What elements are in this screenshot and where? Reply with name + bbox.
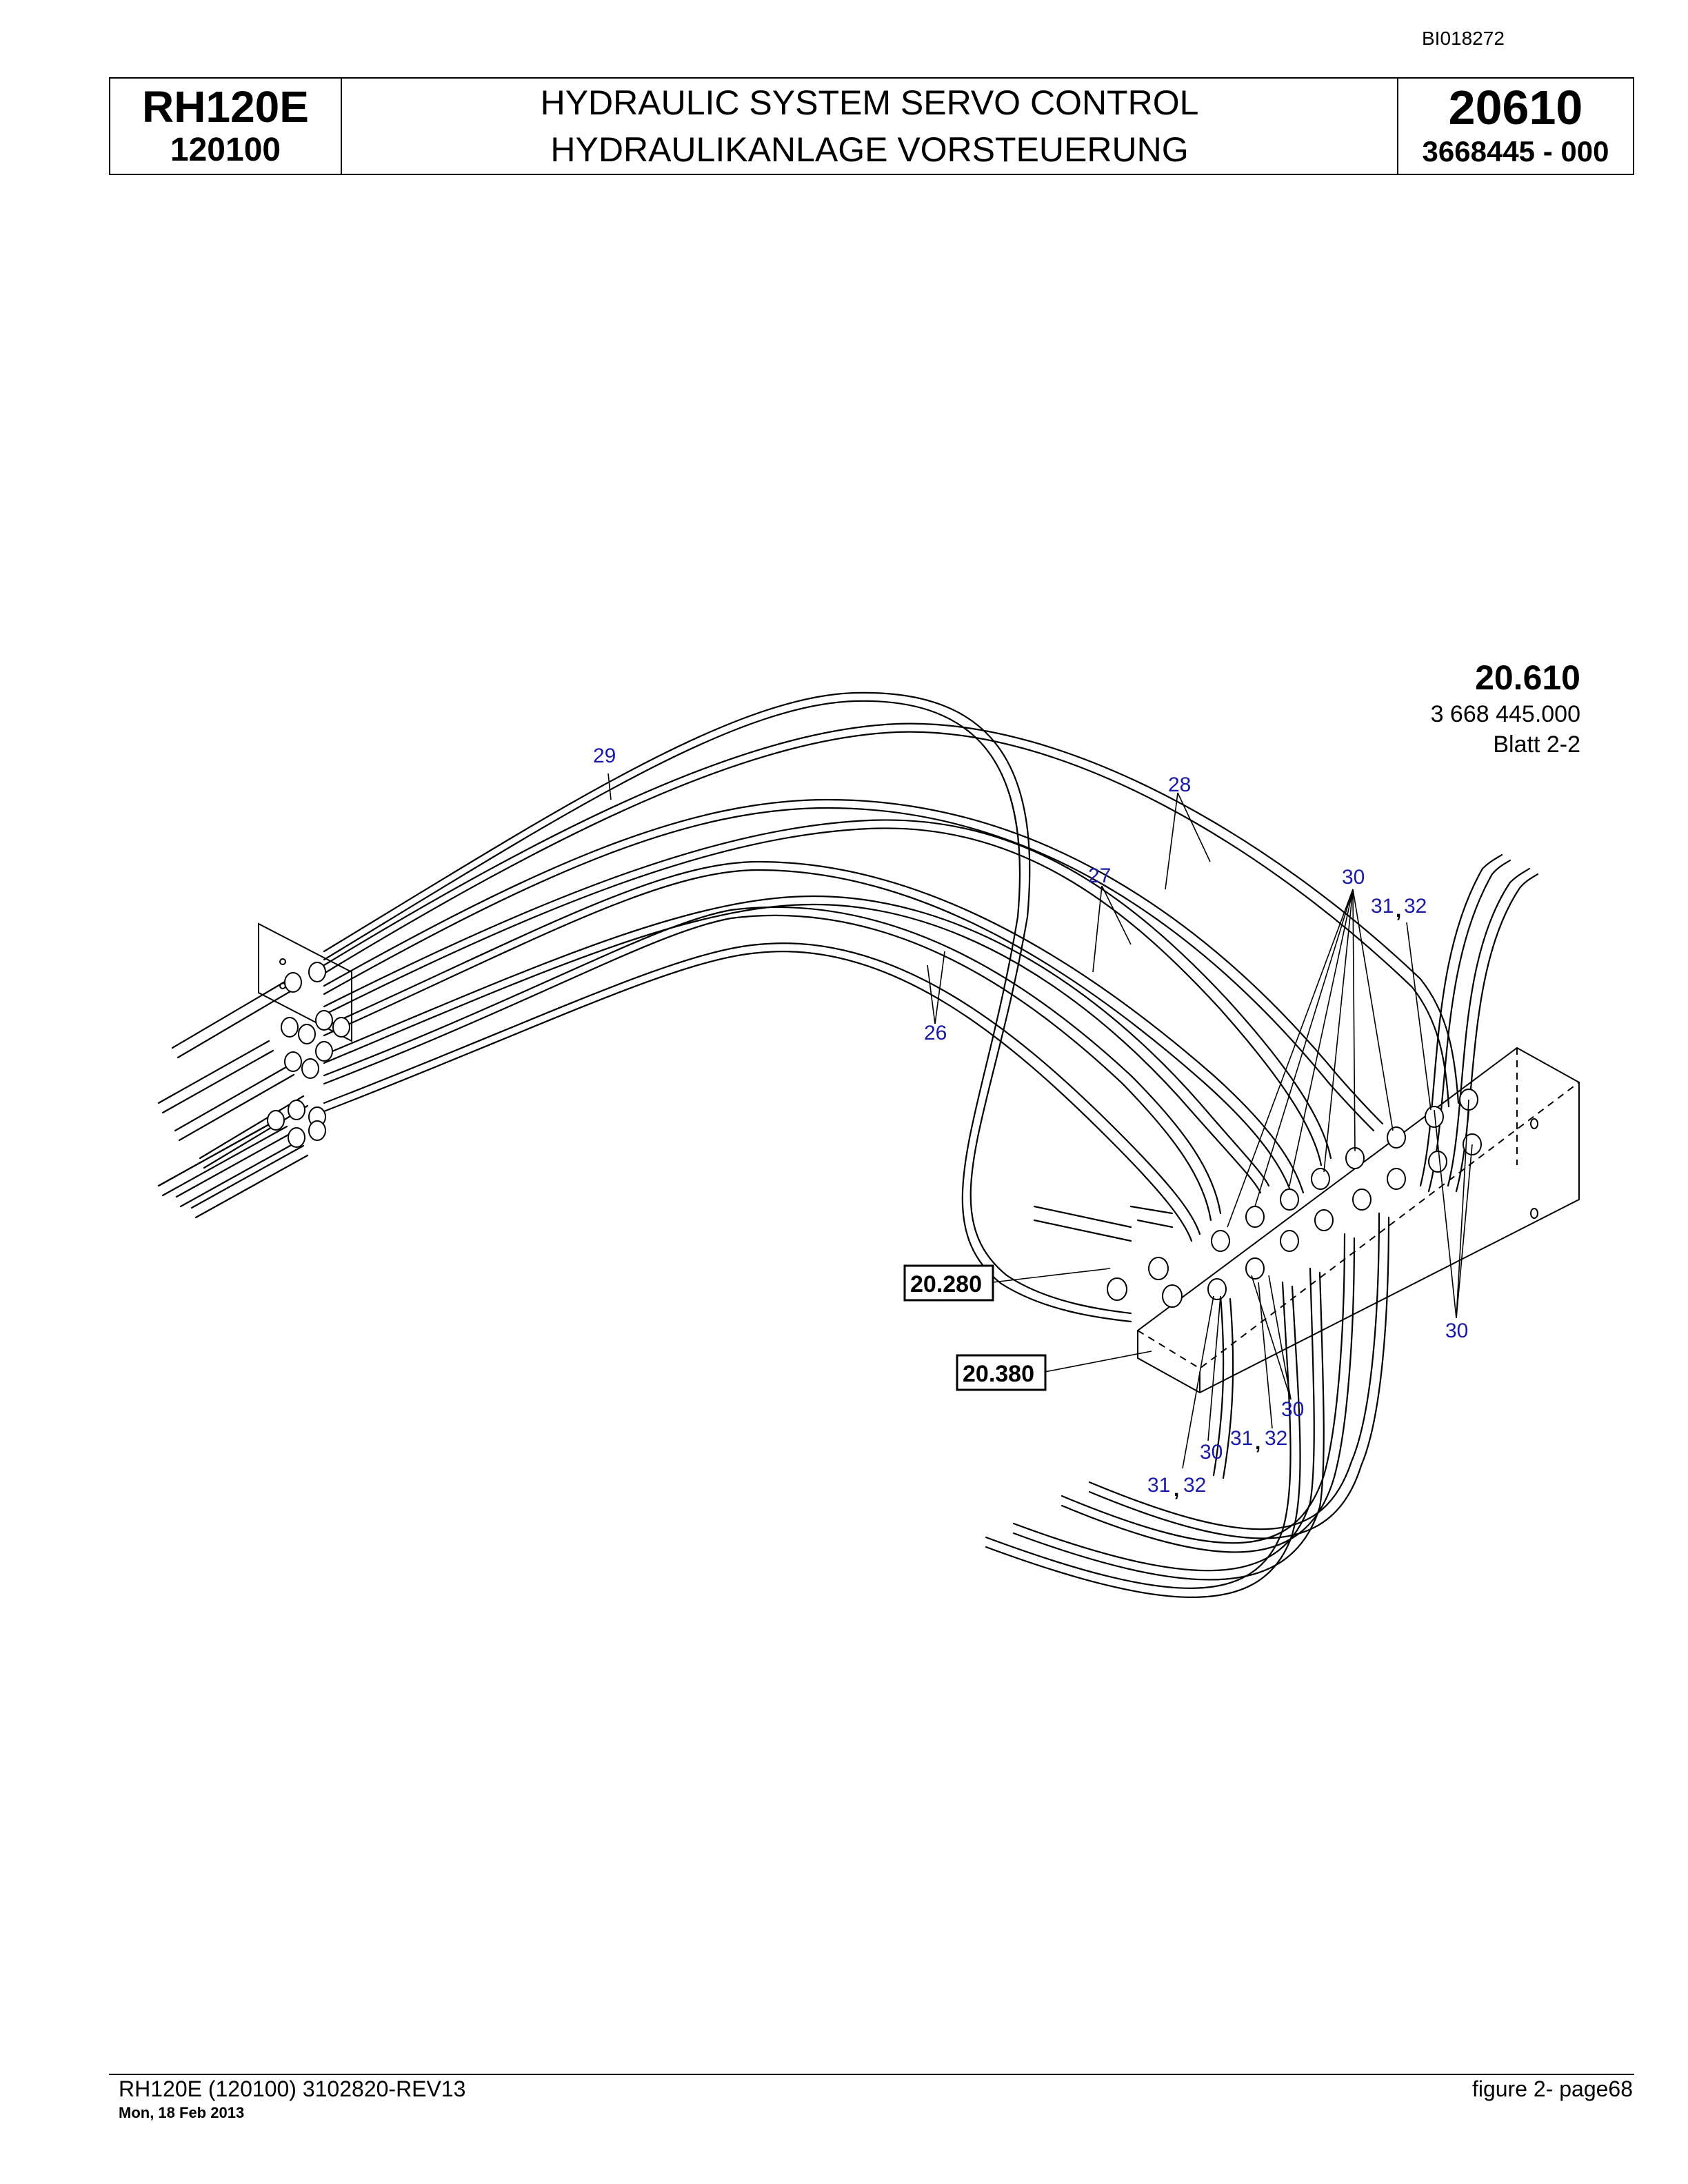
hose-lines (157, 691, 1539, 1598)
serial-number: 120100 (170, 132, 281, 168)
callout-31-top: 31 (1371, 895, 1394, 918)
callout-30-right: 30 (1445, 1320, 1468, 1342)
model-cell: RH120E 120100 (110, 79, 342, 174)
callout-32-bottom-a: 32 (1265, 1427, 1287, 1450)
reference-20280: 20.280 (903, 1264, 994, 1302)
callout-32-top: 32 (1404, 895, 1427, 918)
figure-code: 3 668 445.000 (1430, 701, 1580, 727)
callout-26: 26 (924, 1022, 947, 1044)
callout-comma-bottom-a: , (1255, 1431, 1260, 1454)
title-german: HYDRAULIKANLAGE VORSTEUERUNG (550, 130, 1189, 169)
callout-30-bottom-b: 30 (1200, 1441, 1223, 1464)
footer-page-info: figure 2- page68 (1471, 2076, 1633, 2101)
reference-20380-label: 20.380 (963, 1361, 1034, 1387)
callout-comma-bottom-b: , (1174, 1478, 1179, 1501)
leader-lines (607, 773, 1473, 1469)
figure-sheet: Blatt 2-2 (1493, 731, 1580, 758)
reference-20280-label: 20.280 (910, 1271, 982, 1297)
footer-divider (109, 2074, 1634, 2075)
manifold-block (1137, 1046, 1580, 1394)
figure-number: 20.610 (1475, 658, 1580, 697)
callout-27: 27 (1088, 865, 1111, 887)
part-number: 3668445 - 000 (1422, 135, 1609, 168)
document-id: BI018272 (1422, 28, 1505, 49)
footer-document-info: RH120E (120100) 3102820-REV13 (119, 2076, 466, 2101)
hose-fittings (267, 962, 1482, 1308)
footer-date: Mon, 18 Feb 2013 (119, 2104, 245, 2121)
reference-20380: 20.380 (956, 1354, 1047, 1391)
callout-comma-top: , (1396, 899, 1401, 922)
callout-30-bottom-a: 30 (1281, 1398, 1304, 1421)
callout-28: 28 (1168, 774, 1191, 796)
model-name: RH120E (142, 82, 309, 132)
callout-31-bottom-a: 31 (1230, 1427, 1253, 1450)
title-cell: HYDRAULIC SYSTEM SERVO CONTROL HYDRAULIK… (342, 79, 1398, 174)
group-cell: 20610 3668445 - 000 (1398, 79, 1633, 174)
callout-30-top: 30 (1342, 866, 1365, 889)
figure-label: 20.610 3 668 445.000 Blatt 2-2 (1431, 656, 1580, 760)
title-english: HYDRAULIC SYSTEM SERVO CONTROL (540, 83, 1199, 122)
callout-32-bottom-b: 32 (1183, 1474, 1206, 1497)
title-block: RH120E 120100 HYDRAULIC SYSTEM SERVO CON… (109, 77, 1634, 175)
callout-31-bottom-b: 31 (1147, 1474, 1170, 1497)
callout-29: 29 (593, 745, 616, 767)
group-number: 20610 (1448, 81, 1583, 134)
